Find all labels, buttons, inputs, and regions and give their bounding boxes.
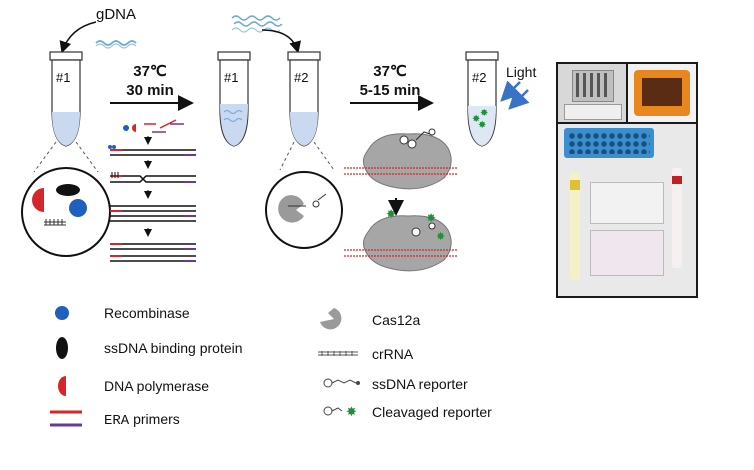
era-primers-icon xyxy=(50,410,82,427)
zoom-circle-reagents xyxy=(21,167,111,257)
tube-rack xyxy=(564,128,654,158)
legend-cleaved-reporter: Cleavaged reporter xyxy=(372,404,492,420)
blue-light-transilluminator-photo xyxy=(628,64,696,122)
step2-temp: 37℃ xyxy=(373,63,407,80)
tube-1b-label: #1 xyxy=(224,70,239,85)
legend-ssb: ssDNA binding protein xyxy=(104,340,243,356)
tube-2-right: ✸ ✸ ✸ xyxy=(465,51,499,147)
cas12a-cleavage: ✸ ✸ ✸ xyxy=(344,207,458,272)
legend-recombinase: Recombinase xyxy=(104,305,190,321)
pipette-right xyxy=(672,168,682,268)
tube-1-middle xyxy=(217,51,251,147)
legend-polymerase: DNA polymerase xyxy=(104,378,210,394)
reagent-mini xyxy=(123,119,184,133)
zoom-circle-cas12a xyxy=(265,171,343,249)
legend-left-icons xyxy=(50,306,82,427)
tube-2-label: #2 xyxy=(294,70,309,85)
legend-cas12a: Cas12a xyxy=(372,312,421,328)
dna-polymerase-icon xyxy=(58,376,66,396)
tube-2b-label: #2 xyxy=(472,70,487,85)
svg-text:✸: ✸ xyxy=(472,114,480,125)
tube-1-label: #1 xyxy=(56,70,71,85)
pipette-left xyxy=(570,172,580,280)
svg-text:✸: ✸ xyxy=(478,120,486,131)
step1-time: 30 min xyxy=(126,82,174,99)
cas12a-binding xyxy=(344,128,458,190)
pipettes-and-plates-photo xyxy=(558,124,696,296)
cleaved-reporter-icon: ✸ xyxy=(323,405,357,420)
legend-right-icons: ✸ xyxy=(318,308,360,420)
ssdna-reporter-icon xyxy=(323,378,360,388)
light-label: Light xyxy=(506,64,537,80)
era-amplification-steps xyxy=(108,136,196,262)
legend-era-primers: ERA primers xyxy=(104,411,180,429)
plate-top xyxy=(590,182,664,224)
amplicon-squiggle xyxy=(231,15,283,33)
equipment-photo-panel xyxy=(556,62,698,298)
svg-text:✸: ✸ xyxy=(386,207,396,221)
ssb-protein-icon xyxy=(56,337,68,359)
transfer-arrow xyxy=(261,29,302,54)
recombinase-icon xyxy=(55,306,69,320)
svg-text:✸: ✸ xyxy=(426,211,436,225)
plate-bottom xyxy=(590,230,664,276)
tube-1-left xyxy=(49,51,83,147)
legend-crrna: crRNA xyxy=(372,346,414,362)
svg-text:✸: ✸ xyxy=(436,230,445,243)
crrna-icon xyxy=(318,351,358,356)
step1-temp: 37℃ xyxy=(133,63,167,80)
gdna-squiggle xyxy=(95,40,137,49)
light-arrows xyxy=(500,80,530,110)
cas12a-icon xyxy=(320,308,342,330)
legend-ssdna-reporter: ssDNA reporter xyxy=(372,376,468,392)
svg-text:✸: ✸ xyxy=(346,405,357,420)
heating-block-photo xyxy=(558,64,626,122)
svg-text:✸: ✸ xyxy=(480,108,488,119)
gdna-label: gDNA xyxy=(96,6,137,23)
tube-2-middle xyxy=(287,51,321,147)
gdna-arrow xyxy=(59,21,97,54)
step2-time: 5-15 min xyxy=(359,82,421,99)
